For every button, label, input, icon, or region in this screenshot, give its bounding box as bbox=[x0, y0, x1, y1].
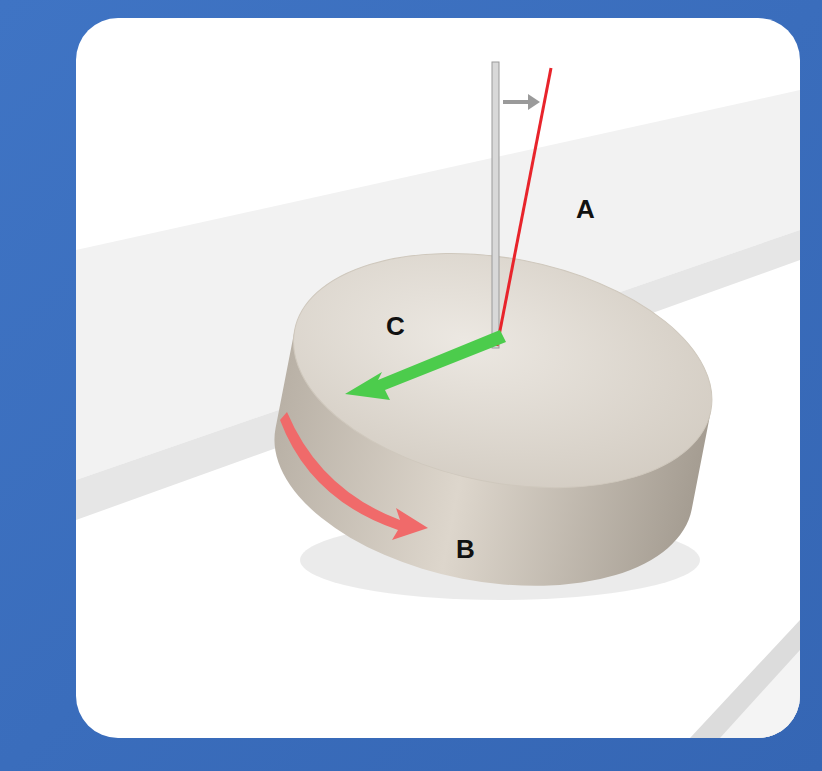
part-label: A bbox=[576, 196, 595, 222]
card bbox=[76, 18, 800, 738]
tilt-arrow bbox=[503, 94, 540, 110]
tilted-axis bbox=[497, 68, 551, 346]
part-label: B bbox=[456, 536, 475, 562]
red-curved-arrow bbox=[280, 412, 428, 540]
pin bbox=[492, 62, 499, 348]
part-label: C bbox=[386, 313, 405, 339]
green-arrow bbox=[345, 330, 506, 400]
floor-bands bbox=[76, 90, 800, 738]
